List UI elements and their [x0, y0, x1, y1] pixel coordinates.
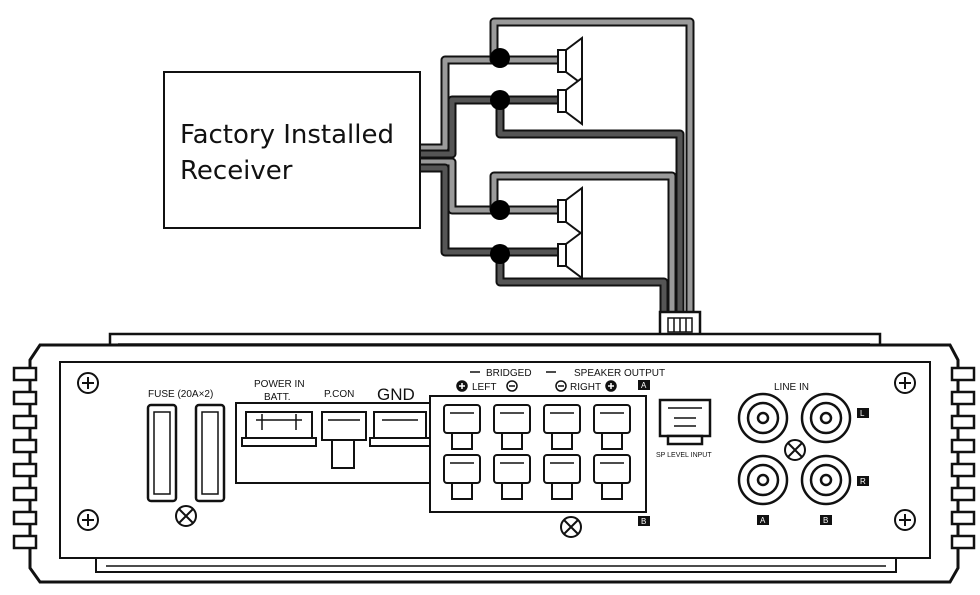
badge-b-text: B: [823, 516, 828, 525]
speaker-terminal-top-4: [593, 404, 631, 450]
rca-jack-l-a: [737, 392, 789, 444]
badge-a-text: A: [760, 516, 766, 525]
receiver-label-line2: Receiver: [180, 156, 293, 186]
badges: [638, 380, 869, 526]
receiver-label-line1: Factory Installed: [180, 120, 395, 150]
junction-dot-3: [490, 200, 510, 220]
sp-level-input-label: SP LEVEL INPUT: [656, 452, 712, 459]
rca-jack-r-b: [800, 454, 852, 506]
speaker-icon-3: [557, 186, 583, 236]
screw-icon-bl: [77, 509, 99, 531]
junction-dot-2: [490, 90, 510, 110]
speaker-terminal-bottom-3: [543, 454, 581, 500]
fuse-screw-icon: [175, 505, 197, 527]
badge-b-bottom-text: B: [641, 517, 646, 526]
screw-icon-br: [894, 509, 916, 531]
fuse-label: FUSE (20A×2): [148, 389, 213, 400]
sp-level-input-connector: [658, 398, 712, 446]
badge-r: [857, 476, 869, 486]
speakers: [557, 36, 583, 280]
heatsink-fins-right: [950, 366, 976, 550]
badge-r-text: R: [860, 477, 866, 486]
speaker-terminal-top-1: [443, 404, 481, 450]
right-label: RIGHT: [570, 382, 601, 393]
badge-b: [820, 515, 832, 525]
speaker-terminal-bottom-1: [443, 454, 481, 500]
panel-screws: [77, 372, 916, 531]
junction-dot-4: [490, 244, 510, 264]
speaker-terminal-top-2: [493, 404, 531, 450]
bridged-label: BRIDGED: [486, 368, 532, 379]
speaker-terminal-bottom-4: [593, 454, 631, 500]
badge-l-text: L: [860, 409, 865, 418]
badge-a-top-text: A: [641, 381, 647, 390]
gnd-label: GND: [377, 385, 415, 404]
badge-l: [857, 408, 869, 418]
speaker-wire-harness: [415, 17, 695, 323]
junction-dot-1: [490, 48, 510, 68]
speaker-terminal-top-3: [543, 404, 581, 450]
speaker-icon-1: [557, 36, 583, 86]
rca-screw-icon: [784, 439, 806, 461]
rca-jack-r-a: [737, 454, 789, 506]
wire-junctions: [490, 48, 510, 264]
left-label: LEFT: [472, 382, 496, 393]
amplifier: FUSE (20A×2) POWER IN BATT. P.CON GND BR…: [12, 332, 976, 584]
polarity-markers: [456, 380, 617, 392]
line-in-label: LINE IN: [774, 382, 809, 393]
terminal-screw-icon: [560, 516, 582, 538]
speaker-terminal-bottom-2: [493, 454, 531, 500]
power-terminal-block: [235, 402, 433, 484]
screw-icon-tl: [77, 372, 99, 394]
pcon-label: P.CON: [324, 389, 354, 400]
power-in-label: POWER IN: [254, 379, 305, 390]
badge-b-bottom: [638, 516, 650, 526]
rca-jack-l-b: [800, 392, 852, 444]
rca-line-inputs: [737, 392, 852, 506]
speaker-output-label: SPEAKER OUTPUT: [574, 368, 665, 379]
receiver-label: Factory Installed Receiver: [180, 117, 394, 189]
speaker-icon-2: [557, 76, 583, 126]
fuse-holders: [146, 403, 226, 503]
batt-label: BATT.: [264, 392, 290, 403]
speaker-icon-4: [557, 230, 583, 280]
badge-a-top: [638, 380, 650, 390]
speaker-terminal-block: [429, 395, 647, 513]
badge-a: [757, 515, 769, 525]
heatsink-fins-left: [12, 366, 38, 550]
factory-receiver-box: [163, 71, 421, 229]
screw-icon-tr: [894, 372, 916, 394]
